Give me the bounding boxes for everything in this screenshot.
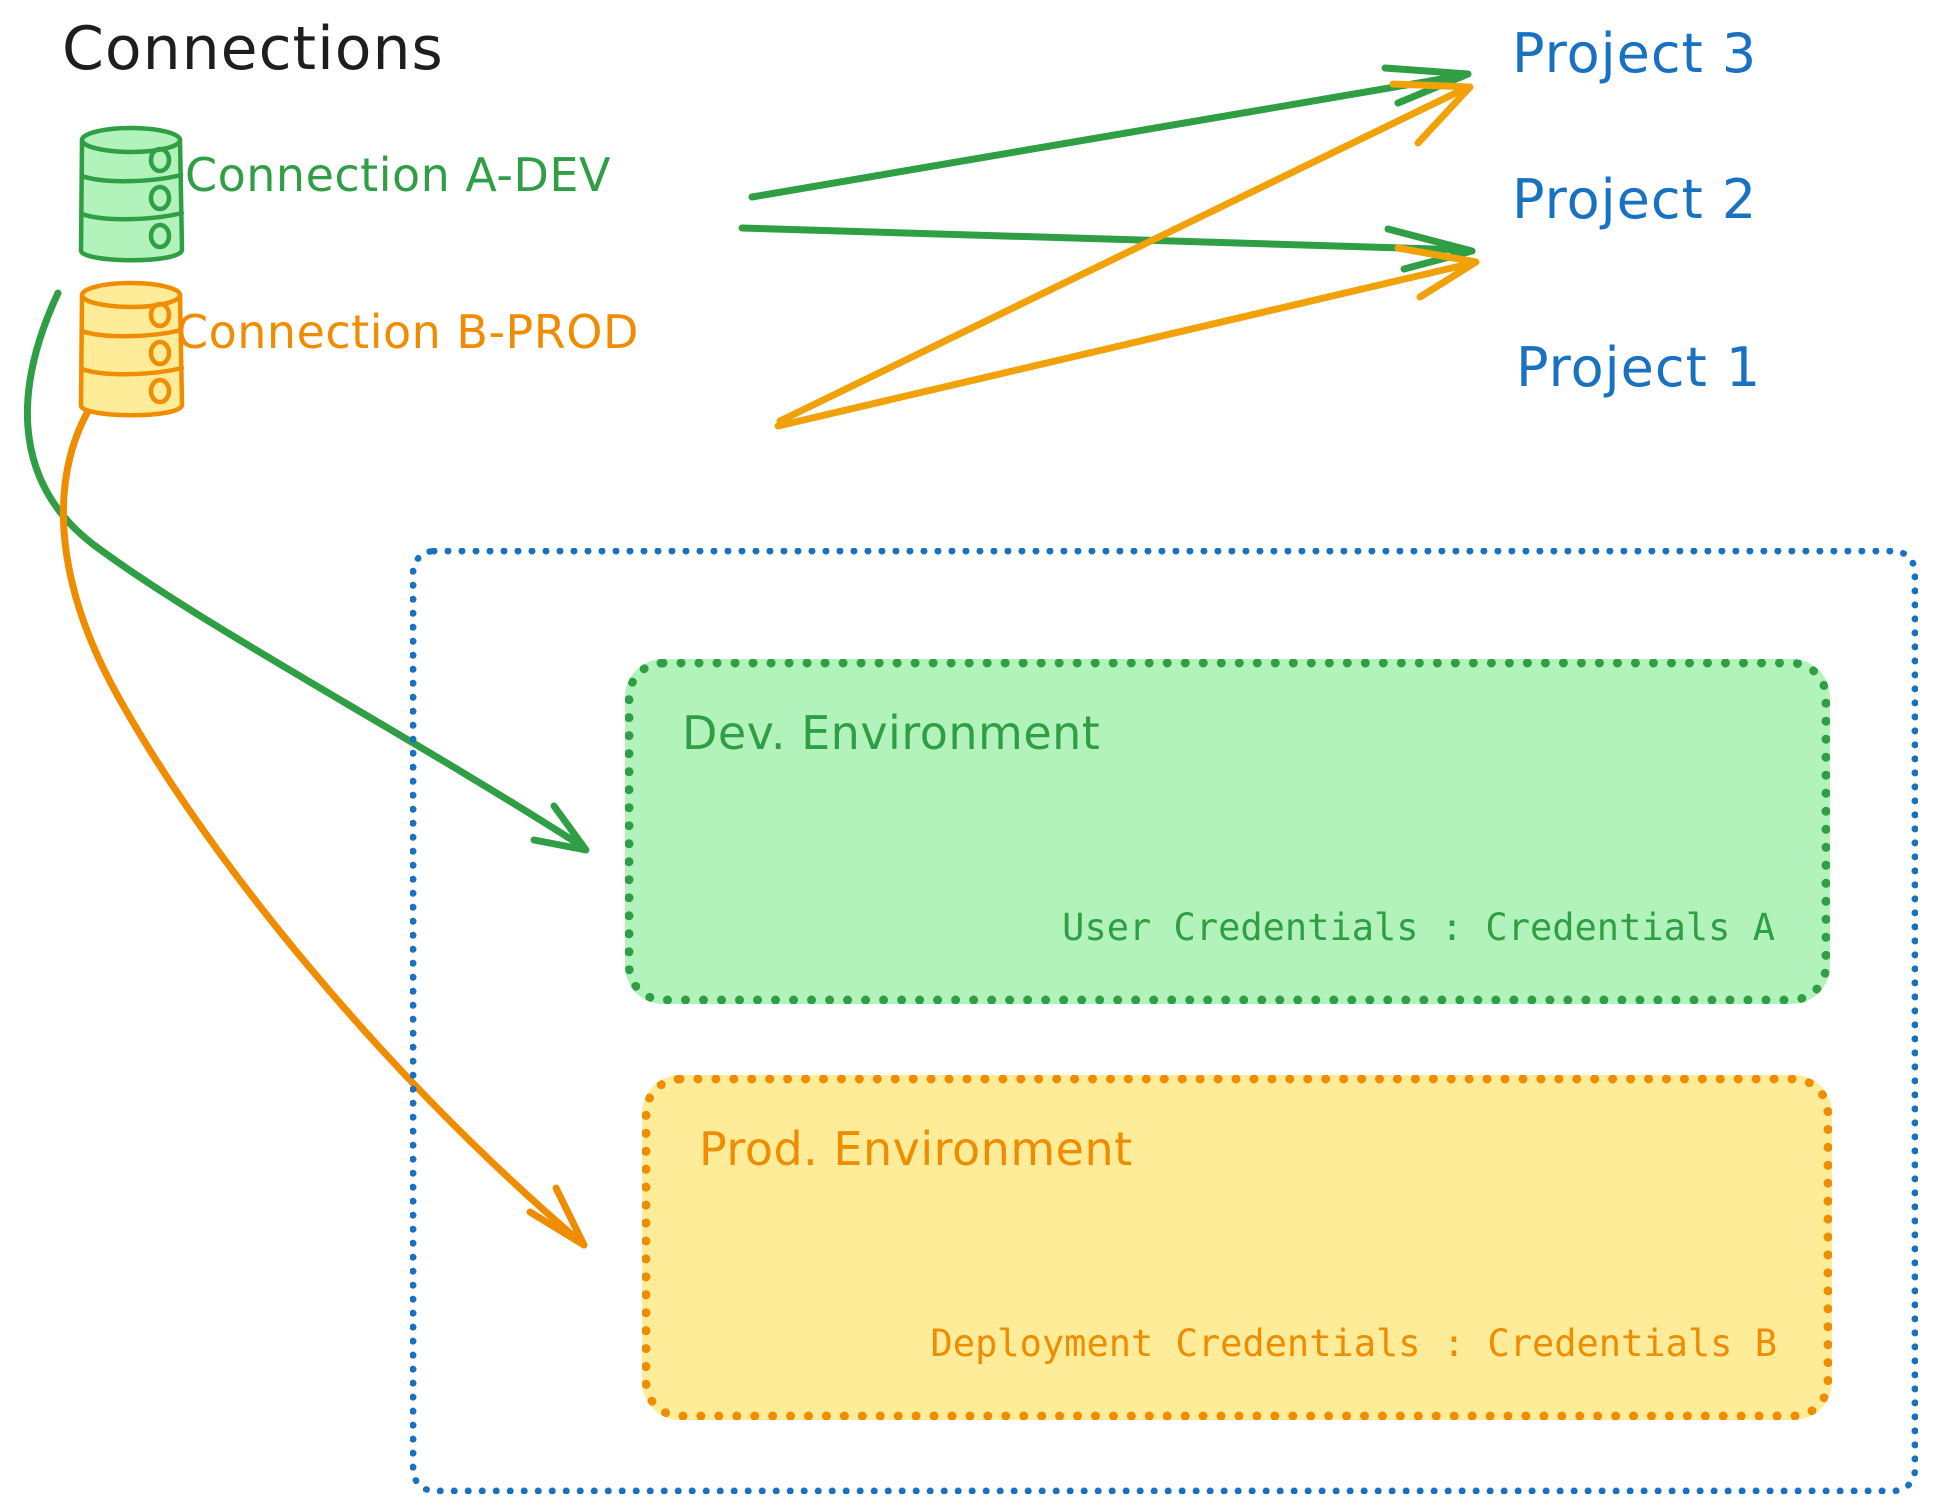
database-icon-connection-b[interactable] <box>74 275 192 427</box>
dev-environment-credentials: User Credentials : Credentials A <box>1062 906 1775 949</box>
connection-a-dev-label: Connection A-DEV <box>185 148 611 202</box>
dev-environment-box[interactable]: Dev. Environment User Credentials : Cred… <box>625 659 1830 1004</box>
project-1-label: Project 1 <box>1516 336 1762 399</box>
project-2-label: Project 2 <box>1512 168 1758 231</box>
database-icon <box>78 280 185 418</box>
dev-environment-title: Dev. Environment <box>682 706 1101 760</box>
connection-b-prod-label: Connection B-PROD <box>176 305 639 359</box>
arrow-b-to-project3 <box>776 80 1474 425</box>
project-3-label: Project 3 <box>1512 22 1758 85</box>
prod-environment-box[interactable]: Prod. Environment Deployment Credentials… <box>642 1075 1832 1420</box>
page-title: Connections <box>62 14 444 84</box>
prod-environment-title: Prod. Environment <box>699 1122 1133 1176</box>
arrow-a-to-project3 <box>748 64 1472 201</box>
arrow-b-to-project2 <box>774 244 1480 430</box>
database-icon-connection-a[interactable] <box>74 120 192 272</box>
database-icon <box>78 125 185 263</box>
prod-environment-credentials: Deployment Credentials : Credentials B <box>930 1322 1777 1365</box>
arrow-a-to-project2 <box>738 224 1476 273</box>
project-1-container: Dev. Environment User Credentials : Cred… <box>410 548 1918 1494</box>
